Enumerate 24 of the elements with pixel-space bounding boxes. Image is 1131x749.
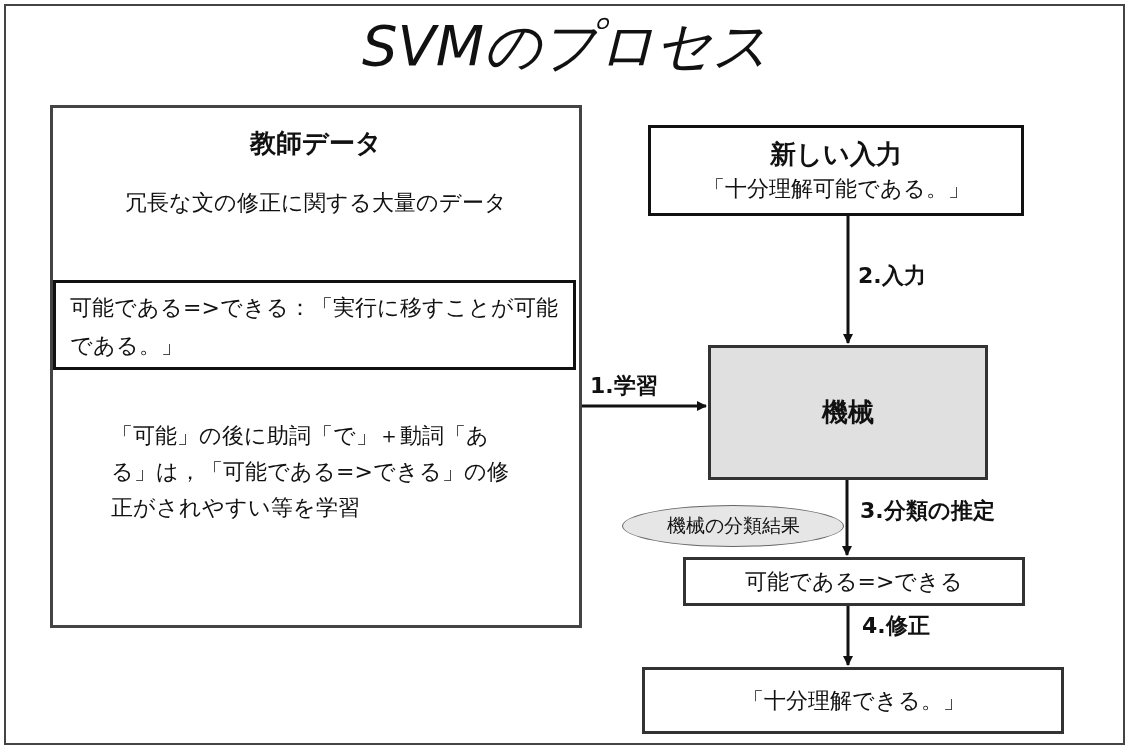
panel-paragraph: 「可能」の後に助詞「で」＋動詞「ある」は，「可能である=>できる」の修正がされやすい等を学習 [111,422,510,522]
box-text: 「十分理解可能である。」 [701,175,971,203]
edge-label: 3.分類の推定 [858,497,997,525]
data-panel [50,105,582,628]
panel-heading: 教師データ [248,127,383,160]
edge-label: 4.修正 [860,612,932,640]
box-heading: 機械 [822,396,874,429]
panel-text: 冗長な文の修正に関する大量のデータ [124,189,508,217]
ellipse-text: 機械の分類結果 [666,513,800,538]
arrow [582,401,707,411]
box-heading: 新しい入力 [769,138,903,171]
box-text: 「十分理解できる。」 [741,686,965,715]
box-text: 可能である=>できる [744,567,964,596]
result-box [683,557,1025,606]
arrow [842,480,852,556]
example-box [53,280,576,370]
machine-box [708,345,988,480]
arrow [843,216,853,344]
result-ellipse [622,505,844,547]
output-box [642,667,1064,734]
arrow [843,606,853,666]
diagram-title: SVMのプロセス [360,12,771,80]
input-box [648,125,1024,216]
example-text: 可能である=>できる：「実行に移すことが可能である。」 [70,294,559,360]
